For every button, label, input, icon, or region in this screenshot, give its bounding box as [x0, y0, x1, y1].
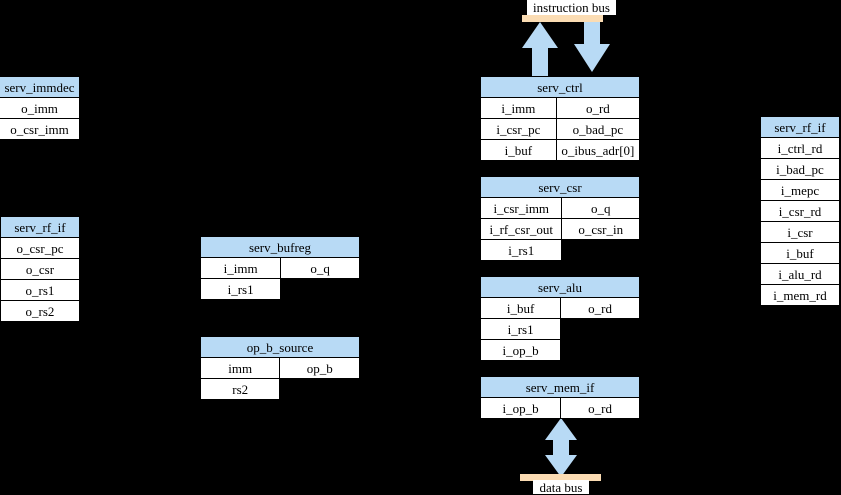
empty-cell — [279, 378, 360, 400]
module-title: serv_immdec — [0, 76, 80, 98]
port-cell[interactable]: rs2 — [199, 378, 281, 400]
data-bus-arrow — [545, 418, 577, 477]
module-title: serv_mem_if — [480, 376, 640, 398]
module-serv-ctrl[interactable]: serv_ctrl i_imm o_rd i_csr_pc o_bad_pc i… — [480, 76, 641, 161]
port-cell[interactable]: i_csr_imm — [479, 197, 563, 219]
port-cell[interactable]: o_csr_in — [561, 218, 640, 240]
instruction-bus-write-arrow — [574, 22, 610, 72]
port-cell[interactable]: i_buf — [480, 139, 557, 161]
port-cell[interactable]: o_imm — [0, 97, 80, 119]
port-cell[interactable]: i_csr — [760, 221, 840, 243]
port-cell[interactable]: i_mepc — [760, 179, 840, 201]
module-title: serv_csr — [480, 176, 640, 198]
port-cell[interactable]: o_q — [280, 257, 360, 279]
port-cell[interactable]: i_imm — [480, 97, 557, 119]
instruction-bus-read-arrow — [522, 22, 558, 76]
module-op-b-source[interactable]: op_b_source imm op_b rs2 — [199, 336, 360, 400]
port-cell[interactable]: i_bad_pc — [760, 158, 840, 180]
port-cell[interactable]: i_rs1 — [479, 318, 562, 340]
port-cell[interactable]: o_csr_imm — [0, 118, 80, 140]
module-serv-rf-if-right[interactable]: serv_rf_if i_ctrl_rd i_bad_pc i_mepc i_c… — [760, 116, 840, 306]
module-title: op_b_source — [200, 336, 360, 358]
port-cell[interactable]: imm — [199, 357, 281, 379]
port-cell[interactable]: i_csr_pc — [480, 118, 557, 140]
port-cell[interactable]: o_csr_pc — [0, 237, 80, 259]
module-title: serv_bufreg — [200, 236, 360, 258]
port-cell[interactable]: i_rf_csr_out — [479, 218, 563, 240]
module-serv-csr[interactable]: serv_csr i_csr_imm o_q i_rf_csr_out o_cs… — [479, 176, 640, 261]
module-title: serv_rf_if — [760, 116, 840, 138]
port-cell[interactable]: o_rs2 — [0, 300, 80, 322]
instruction-bus-label: instruction bus — [527, 0, 616, 15]
port-cell[interactable]: op_b — [279, 357, 360, 379]
instruction-bus-bar — [522, 15, 603, 22]
port-cell[interactable]: i_rs1 — [199, 278, 282, 300]
module-serv-alu[interactable]: serv_alu i_buf o_rd i_rs1 i_op_b — [479, 276, 640, 361]
port-cell[interactable]: i_ctrl_rd — [760, 137, 840, 159]
empty-cell — [560, 318, 640, 340]
module-title: serv_alu — [480, 276, 640, 298]
port-cell[interactable]: o_rd — [555, 97, 641, 119]
port-cell[interactable]: o_q — [561, 197, 640, 219]
module-serv-bufreg[interactable]: serv_bufreg i_imm o_q i_rs1 — [199, 236, 360, 300]
port-cell[interactable]: i_buf — [479, 297, 562, 319]
module-serv-rf-if-left[interactable]: serv_rf_if o_csr_pc o_csr o_rs1 o_rs2 — [0, 216, 80, 322]
port-cell[interactable]: i_csr_rd — [760, 200, 840, 222]
empty-cell — [280, 278, 360, 300]
port-cell[interactable]: i_mem_rd — [760, 284, 840, 306]
module-title: serv_rf_if — [0, 216, 80, 238]
port-cell[interactable]: o_csr — [0, 258, 80, 280]
port-cell[interactable]: i_op_b — [479, 397, 562, 419]
port-cell[interactable]: i_op_b — [479, 339, 562, 361]
port-cell[interactable]: o_ibus_adr[0] — [555, 139, 641, 161]
port-cell[interactable]: o_bad_pc — [555, 118, 641, 140]
module-serv-mem-if[interactable]: serv_mem_if i_op_b o_rd — [479, 376, 640, 419]
port-cell[interactable]: o_rd — [560, 397, 640, 419]
port-cell[interactable]: o_rd — [560, 297, 640, 319]
port-cell[interactable]: o_rs1 — [0, 279, 80, 301]
module-title: serv_ctrl — [480, 76, 640, 98]
module-serv-immdec[interactable]: serv_immdec o_imm o_csr_imm — [0, 76, 80, 140]
empty-cell — [561, 239, 640, 261]
empty-cell — [560, 339, 640, 361]
data-bus-label: data bus — [533, 480, 589, 495]
port-cell[interactable]: i_alu_rd — [760, 263, 840, 285]
port-cell[interactable]: i_rs1 — [479, 239, 563, 261]
port-cell[interactable]: i_imm — [199, 257, 282, 279]
port-cell[interactable]: i_buf — [760, 242, 840, 264]
